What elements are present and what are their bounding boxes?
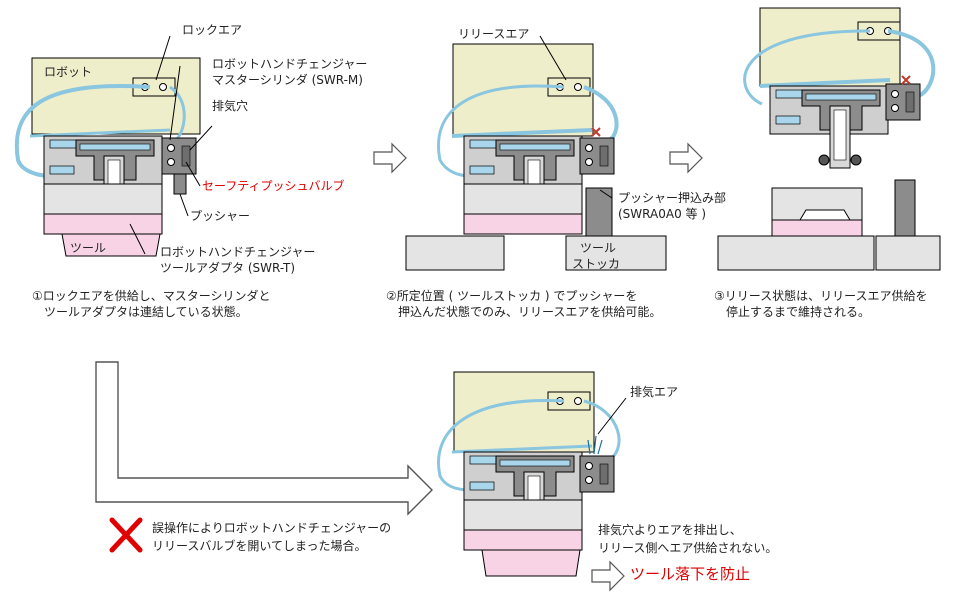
prevent-arrow-icon	[591, 561, 625, 591]
release-air-tube	[169, 85, 186, 142]
tool-stocker	[405, 235, 505, 271]
panel-1	[14, 35, 213, 257]
pusher-press	[585, 187, 613, 239]
label-master-2: マスターシリンダ (SWR-M)	[212, 73, 363, 87]
large-arrow-icon	[95, 361, 433, 516]
x-mark-icon	[591, 127, 601, 137]
caption-step3-line2: 停止するまで維持される。	[726, 305, 871, 319]
tool-top	[43, 213, 163, 235]
safety-push-valve	[161, 137, 197, 175]
label-adapter-2: ツールアダプタ (SWR-T)	[160, 261, 296, 275]
exhaust-icon	[587, 435, 603, 455]
caption-step1-line1: ①ロックエアを供給し、マスターシリンダと	[32, 289, 271, 303]
panel-3	[717, 7, 941, 271]
pusher	[173, 173, 187, 195]
caption-result-line2: リリース側へエア供給されない。	[598, 541, 778, 555]
step-arrow-icon-2	[669, 143, 703, 173]
label-master-1: ロボットハンドチェンジャー	[212, 57, 368, 71]
label-pusher-press-2: (SWRA0A0 等 )	[618, 207, 707, 221]
panel-4	[437, 371, 627, 577]
label-pusher: プッシャー	[190, 209, 251, 223]
caption-step3-line1: ③リリース状態は、リリースエア供給を	[714, 289, 928, 303]
label-lock-air: ロックエア	[182, 23, 243, 37]
tool-body	[61, 233, 161, 257]
label-pusher-press-1: プッシャー押込み部	[618, 191, 727, 205]
caption-result-line1: 排気穴よりエアを排出し、	[598, 523, 742, 537]
label-safety-valve: セーフティプッシュバルブ	[202, 179, 345, 193]
caption-prevent: ツール落下を防止	[630, 565, 751, 583]
label-robot: ロボット	[44, 65, 93, 79]
caption-step2-line2: 押込んだ状態でのみ、リリースエアを供給可能。	[398, 305, 662, 319]
label-stocker-2: ストッカ	[572, 257, 621, 271]
label-exhaust-hole: 排気穴	[212, 99, 249, 113]
tool-adapter	[43, 183, 163, 215]
label-exhaust-air: 排気エア	[630, 385, 679, 399]
caption-misop-line2: リリースバルブを開いてしまった場合。	[152, 539, 367, 553]
label-stocker-1: ツール	[580, 241, 617, 255]
caption-step1-line2: ツールアダプタは連結している状態。	[44, 305, 248, 319]
cross-icon	[109, 517, 143, 553]
caption-misop-line1: 誤操作によりロボットハンドチェンジャーの	[152, 521, 392, 535]
label-tool: ツール	[70, 241, 107, 255]
caption-step2-line1: ②所定位置 ( ツールストッカ ) でプッシャーを	[386, 289, 638, 303]
step-arrow-icon-1	[373, 143, 407, 173]
label-adapter-1: ロボットハンドチェンジャー	[160, 245, 316, 259]
label-release-air: リリースエア	[458, 27, 530, 41]
panel-2	[405, 35, 667, 271]
lock-air-tube	[14, 84, 151, 178]
